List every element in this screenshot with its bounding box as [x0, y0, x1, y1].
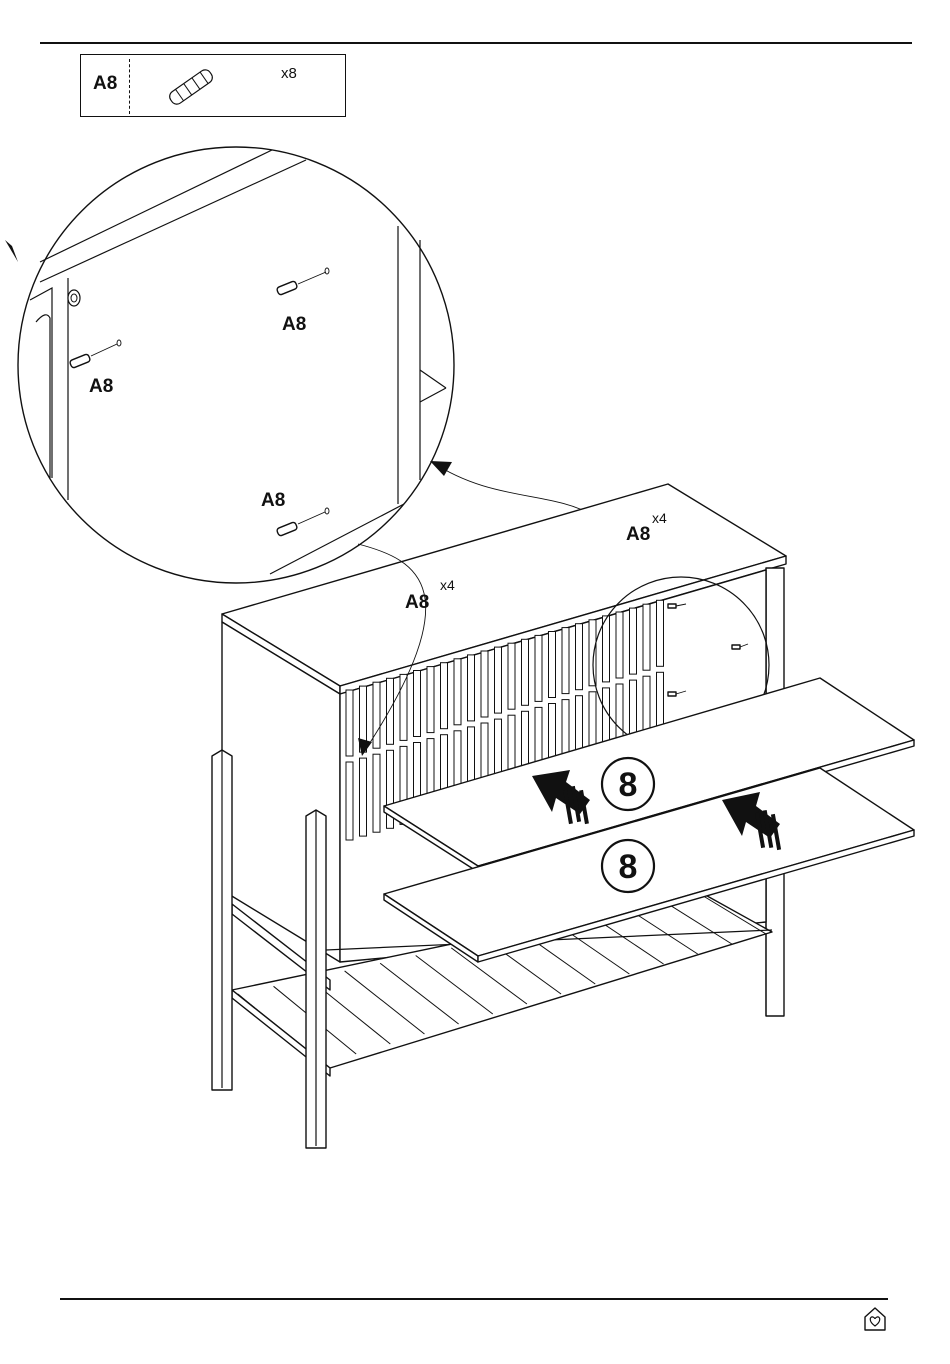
- door-slat: [373, 682, 380, 748]
- door-slat: [360, 758, 367, 836]
- door-slat: [427, 667, 434, 733]
- door-slat: [589, 620, 596, 686]
- door-slat: [643, 604, 650, 670]
- house-heart-icon: [862, 1306, 888, 1332]
- door-slat: [508, 643, 515, 709]
- detail-label: A8: [261, 490, 285, 511]
- detail-magnifier: A8 A8 A8: [5, 147, 454, 583]
- door-slat: [657, 600, 664, 666]
- door-slat: [441, 663, 448, 729]
- door-slat: [373, 754, 380, 832]
- step-badge: 8: [602, 758, 654, 810]
- callout-quantity: x4: [652, 510, 667, 526]
- door-slat: [346, 762, 353, 840]
- door-slat: [481, 651, 488, 717]
- step-number: 8: [619, 848, 638, 886]
- door-slat: [414, 671, 421, 737]
- callout-label: A8: [626, 524, 650, 545]
- door-slat: [535, 635, 542, 701]
- detail-label: A8: [89, 376, 113, 397]
- door-slat: [576, 624, 583, 690]
- callout-label: A8: [405, 592, 429, 613]
- door-slat: [495, 647, 502, 713]
- callout-quantity: x4: [440, 577, 455, 593]
- detail-label: A8: [282, 314, 306, 335]
- door-slat: [603, 616, 610, 682]
- door-slat: [549, 632, 556, 698]
- door-slat: [616, 612, 623, 678]
- leader-arrow: [430, 461, 452, 476]
- door-slat: [387, 678, 394, 744]
- bottom-rule: [60, 1298, 888, 1300]
- door-slat: [562, 628, 569, 694]
- step-badge: 8: [602, 840, 654, 892]
- step-number: 8: [619, 766, 638, 804]
- door-slat: [522, 639, 529, 705]
- door-slat: [468, 655, 475, 721]
- door-slat: [346, 690, 353, 756]
- door-slat: [630, 608, 637, 674]
- door-slat: [454, 659, 461, 725]
